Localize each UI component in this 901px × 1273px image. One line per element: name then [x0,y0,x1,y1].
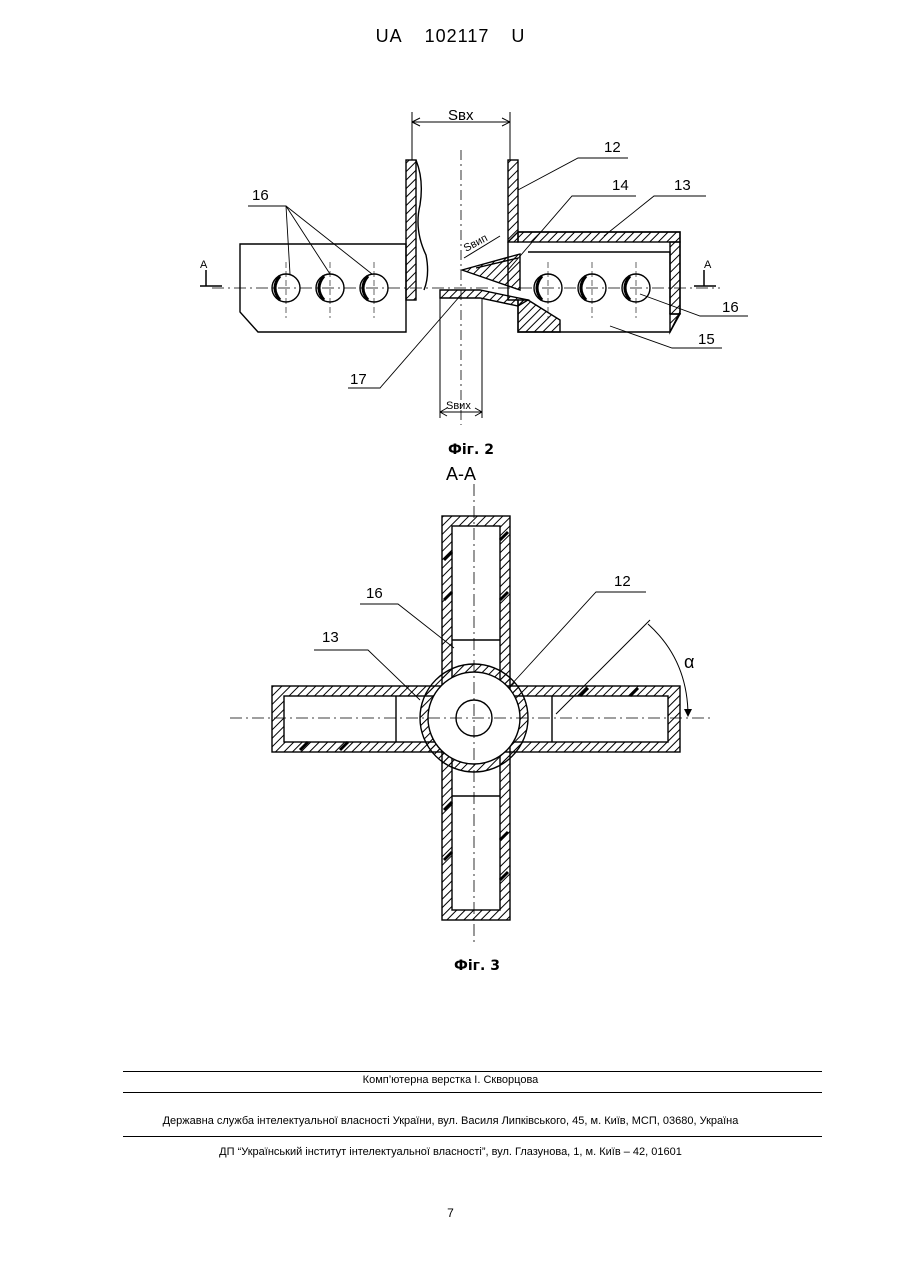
holes-right [534,262,650,318]
ref-13-fig2: 13 [674,177,691,194]
ref-15-fig2: 15 [698,331,715,348]
section-title-aa: А-А [446,464,476,484]
label-s-in: Sвх [448,107,474,124]
footer-institute: ДП “Український інститут інтелектуальної… [0,1146,901,1158]
ref-12-fig2: 12 [604,139,621,156]
ref-17-fig2: 17 [350,371,367,388]
page-number: 7 [0,1206,901,1220]
figure-2: Sвх Sвих Sвип [200,107,748,425]
footer-agency: Державна служба інтелектуальної власност… [0,1115,901,1127]
ref-12-fig3: 12 [614,573,631,590]
caption-fig2: Фіг. 2 [448,442,494,458]
ref-16-fig3: 16 [366,585,383,602]
ref-16-left: 16 [252,187,269,204]
section-a-right: A [704,259,712,271]
footer-typesetter: Комп’ютерна верстка І. Скворцова [0,1074,901,1086]
caption-fig3: Фіг. 3 [454,958,500,974]
footer-rule-1 [123,1071,822,1072]
footer-rule-2 [123,1092,822,1093]
section-marker-left [200,270,222,286]
ref-14-fig2: 14 [612,177,629,194]
section-a-left: A [200,259,208,271]
label-s-out: Sвих [446,400,471,412]
footer-rule-3 [123,1136,822,1137]
angle-alpha: α [684,652,694,672]
section-marker-right [694,270,716,286]
ref-13-fig3: 13 [322,629,339,646]
ref-16-right: 16 [722,299,739,316]
figure-3 [230,484,712,946]
